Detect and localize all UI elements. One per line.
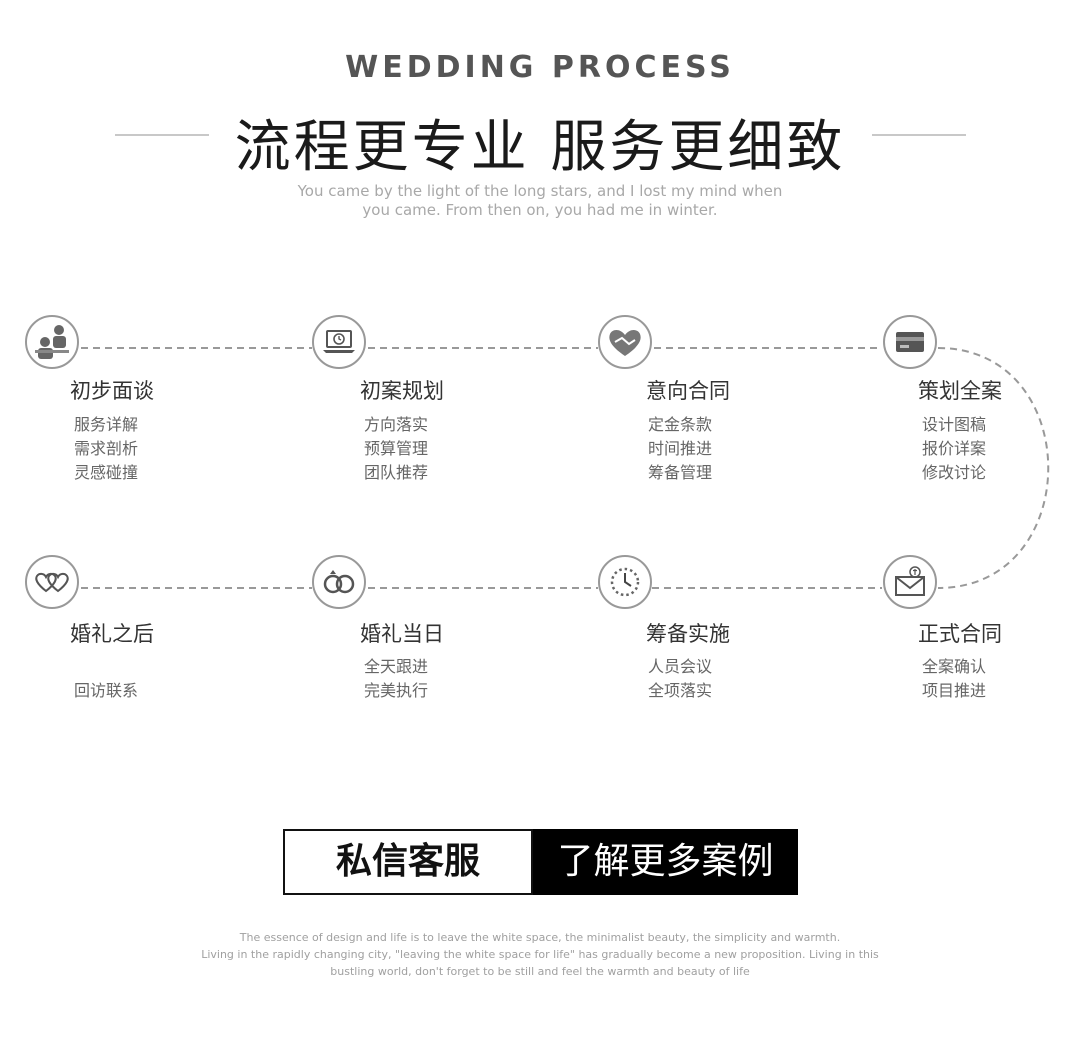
step-title-formal-contract: 正式合同: [918, 622, 1002, 646]
step-item: 人员会议: [648, 657, 713, 676]
step-items-after-wedding: 回访联系: [74, 655, 138, 703]
hearts-icon: [25, 555, 79, 609]
step-title-preparation: 筹备实施: [646, 622, 730, 646]
step-items-intent-contract: 定金条款 时间推进 筹备管理: [648, 413, 712, 485]
step-item: 预算管理: [364, 439, 429, 458]
step-title-full-plan: 策划全案: [918, 379, 1002, 403]
step-item: 回访联系: [74, 681, 139, 700]
card-icon: [883, 315, 937, 369]
step-item: 需求剖析: [74, 439, 139, 458]
step-item: 全天跟进: [364, 657, 429, 676]
subtitle-line-1: You came by the light of the long stars,…: [297, 182, 783, 200]
step-title-intent-contract: 意向合同: [646, 379, 730, 403]
step-items-formal-contract: 全案确认 项目推进: [922, 655, 986, 703]
step-items-full-plan: 设计图稿 报价详案 修改讨论: [922, 413, 986, 485]
step-item: 报价详案: [922, 439, 987, 458]
step-title-after-wedding: 婚礼之后: [70, 622, 154, 646]
step-item: 灵感碰撞: [74, 463, 139, 482]
heading-english: WEDDING PROCESS: [345, 50, 735, 85]
heart-handshake-icon: [598, 315, 652, 369]
clock-icon: [598, 555, 652, 609]
contact-service-button[interactable]: 私信客服: [283, 829, 533, 895]
step-title-wedding-day: 婚礼当日: [360, 622, 444, 646]
step-items-wedding-day: 全天跟进 完美执行: [364, 655, 428, 703]
step-item: 项目推进: [922, 681, 987, 700]
step-items-initial-plan: 方向落实 预算管理 团队推荐: [364, 413, 428, 485]
step-item: 设计图稿: [922, 415, 987, 434]
step-title-consultation: 初步面谈: [70, 379, 154, 403]
step-item: 完美执行: [364, 681, 429, 700]
consultation-icon: [25, 315, 79, 369]
money-envelope-icon: [883, 555, 937, 609]
heading-chinese: 流程更专业 服务更细致: [234, 115, 846, 180]
footer-text: The essence of design and life is to lea…: [180, 929, 900, 980]
step-title-initial-plan: 初案规划: [360, 379, 444, 403]
step-item: 全案确认: [922, 657, 987, 676]
subtitle: You came by the light of the long stars,…: [250, 182, 830, 220]
step-item: [74, 655, 138, 679]
footer-line-1: The essence of design and life is to lea…: [239, 931, 841, 944]
step-item: 筹备管理: [648, 463, 713, 482]
footer-line-3: bustling world, don't forget to be still…: [330, 965, 750, 978]
step-item: 定金条款: [648, 415, 713, 434]
connector-4-5: [937, 347, 1050, 589]
heading-divider-left: [115, 134, 209, 136]
more-cases-button[interactable]: 了解更多案例: [533, 829, 798, 895]
step-item: 服务详解: [74, 415, 139, 434]
step-item: 时间推进: [648, 439, 713, 458]
step-item: 全项落实: [648, 681, 713, 700]
wedding-rings-icon: [312, 555, 366, 609]
step-items-consultation: 服务详解 需求剖析 灵感碰撞: [74, 413, 138, 485]
step-item: 修改讨论: [922, 463, 987, 482]
step-item: 方向落实: [364, 415, 429, 434]
heading-divider-right: [872, 134, 966, 136]
laptop-clock-icon: [312, 315, 366, 369]
subtitle-line-2: you came. From then on, you had me in wi…: [362, 201, 718, 219]
step-item: 团队推荐: [364, 463, 429, 482]
step-items-preparation: 人员会议 全项落实: [648, 655, 712, 703]
footer-line-2: Living in the rapidly changing city, "le…: [201, 948, 879, 961]
